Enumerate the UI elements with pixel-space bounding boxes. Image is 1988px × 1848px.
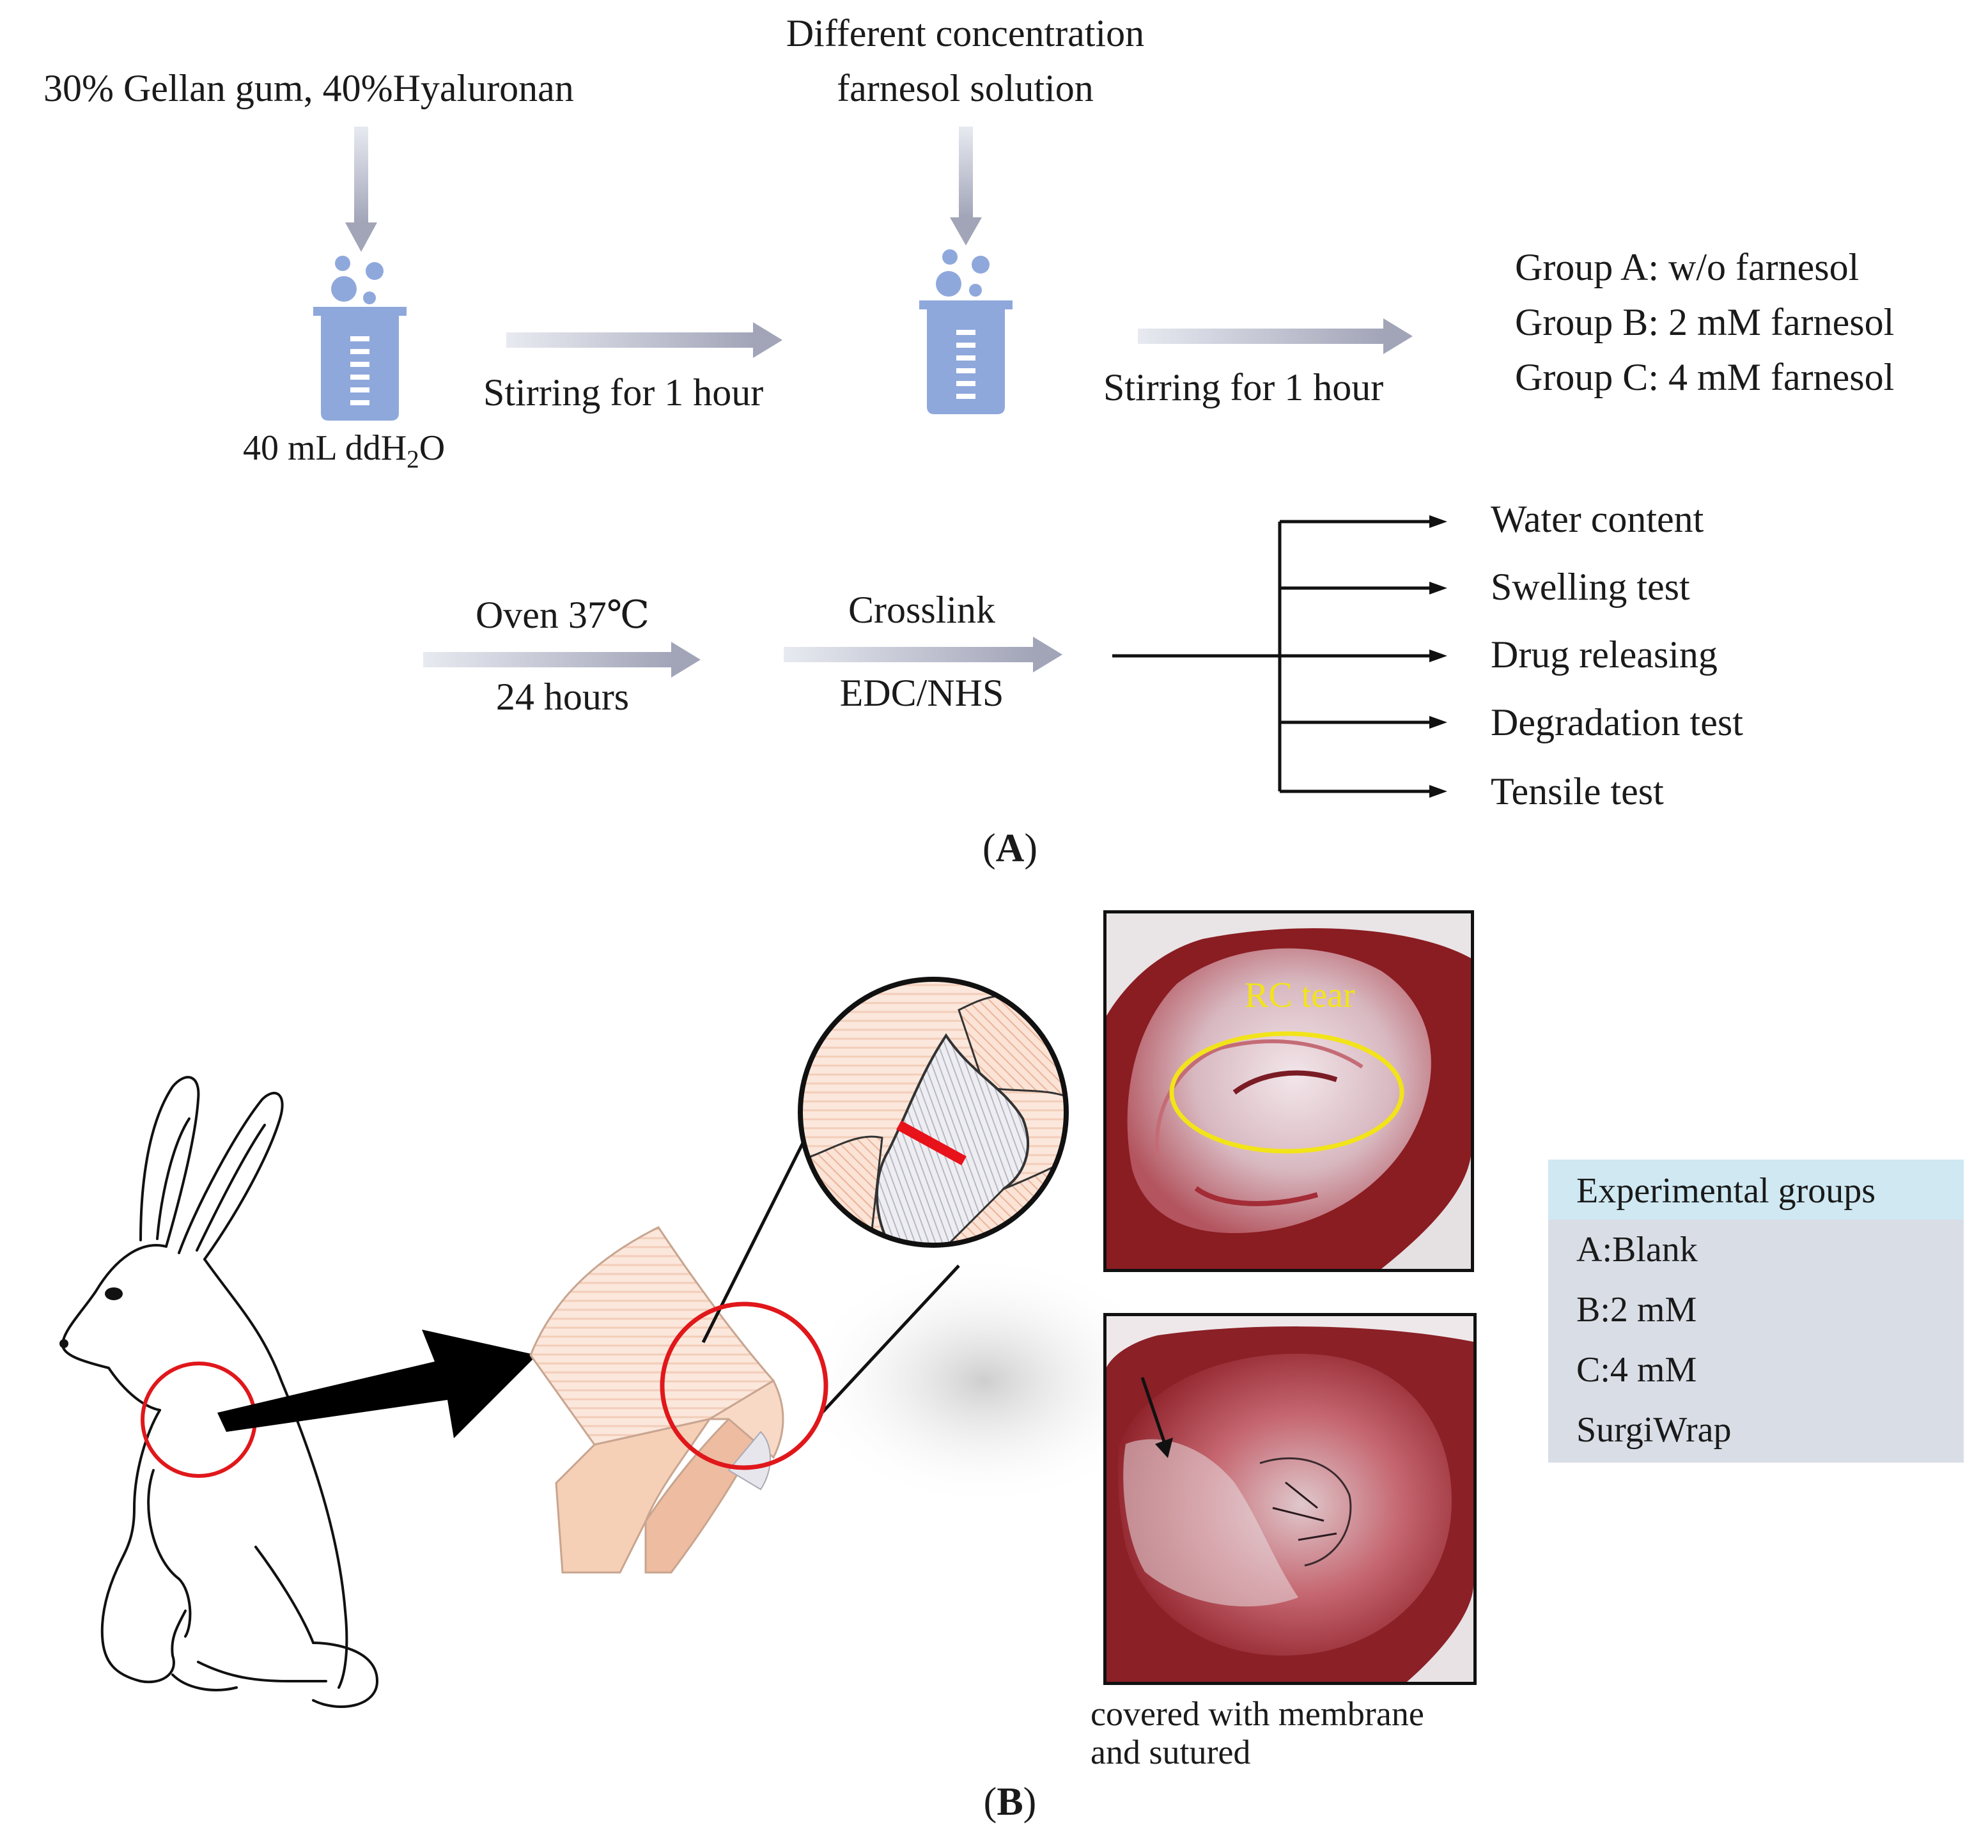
beaker-caption: 40 mL ddH2O bbox=[243, 428, 446, 474]
test-degradation: Degradation test bbox=[1491, 701, 1743, 743]
right-arrow-4 bbox=[784, 637, 1062, 672]
group-item-c: C:4 mM bbox=[1576, 1350, 1697, 1390]
surgical-photo-rc-tear: RC tear bbox=[1103, 910, 1474, 1272]
crosslink-reagent-label: EDC/NHS bbox=[839, 672, 1004, 714]
group-c-label: Group C: 4 mM farnesol bbox=[1515, 356, 1895, 398]
beaker-icon-1 bbox=[313, 256, 407, 421]
experimental-groups-table: Experimental groups A:Blank B:2 mM C:4 m… bbox=[1548, 1160, 1964, 1463]
test-drug-releasing: Drug releasing bbox=[1491, 633, 1718, 676]
farnesol-input-label-line1: Different concentration bbox=[786, 12, 1145, 54]
crosslink-label: Crosslink bbox=[848, 589, 996, 631]
oven-label: Oven 37℃ bbox=[475, 594, 650, 636]
panel-b-label: (B) bbox=[983, 1780, 1037, 1824]
group-item-a: A:Blank bbox=[1576, 1230, 1698, 1270]
step-1-label: Stirring for 1 hour bbox=[483, 371, 764, 414]
down-arrow-1 bbox=[345, 127, 377, 252]
down-arrow-2 bbox=[950, 127, 982, 245]
shoulder-anatomy-illustration bbox=[529, 1226, 784, 1574]
test-swelling: Swelling test bbox=[1491, 566, 1690, 608]
right-arrow-2 bbox=[1138, 318, 1413, 354]
step-2-label: Stirring for 1 hour bbox=[1103, 366, 1384, 408]
farnesol-input-label-line2: farnesol solution bbox=[837, 67, 1094, 109]
right-arrow-3 bbox=[423, 642, 701, 678]
rc-tear-annotation: RC tear bbox=[1245, 975, 1355, 1015]
group-b-label: Group B: 2 mM farnesol bbox=[1515, 301, 1895, 343]
polymer-input-label: 30% Gellan gum, 40%Hyaluronan bbox=[43, 67, 574, 109]
magnified-tear-inset bbox=[798, 977, 1069, 1248]
right-arrow-1 bbox=[506, 322, 782, 358]
rabbit-illustration bbox=[59, 1076, 378, 1708]
test-water-content: Water content bbox=[1491, 498, 1704, 540]
surgical-photo-sutured-membrane bbox=[1103, 1313, 1477, 1685]
photo-caption-line1: covered with membrane bbox=[1091, 1695, 1424, 1733]
group-item-surgiwrap: SurgiWrap bbox=[1576, 1410, 1732, 1450]
group-a-label: Group A: w/o farnesol bbox=[1515, 246, 1860, 288]
experimental-groups-title: Experimental groups bbox=[1576, 1171, 1876, 1211]
photo-caption-line2: and sutured bbox=[1091, 1733, 1251, 1771]
experimental-groups-header bbox=[1548, 1160, 1964, 1220]
zoom-arrow bbox=[217, 1330, 537, 1438]
test-branch-diagram bbox=[1112, 515, 1447, 798]
shoulder-shadow bbox=[799, 1253, 1170, 1509]
shoulder-zoom-circle bbox=[660, 1301, 828, 1470]
group-item-b: B:2 mM bbox=[1576, 1290, 1697, 1330]
zoom-connector-lines bbox=[701, 1111, 960, 1414]
test-tensile: Tensile test bbox=[1491, 770, 1664, 812]
panel-a-label: (A) bbox=[982, 827, 1038, 870]
beaker-icon-2 bbox=[919, 249, 1013, 414]
oven-duration-label: 24 hours bbox=[495, 676, 630, 718]
